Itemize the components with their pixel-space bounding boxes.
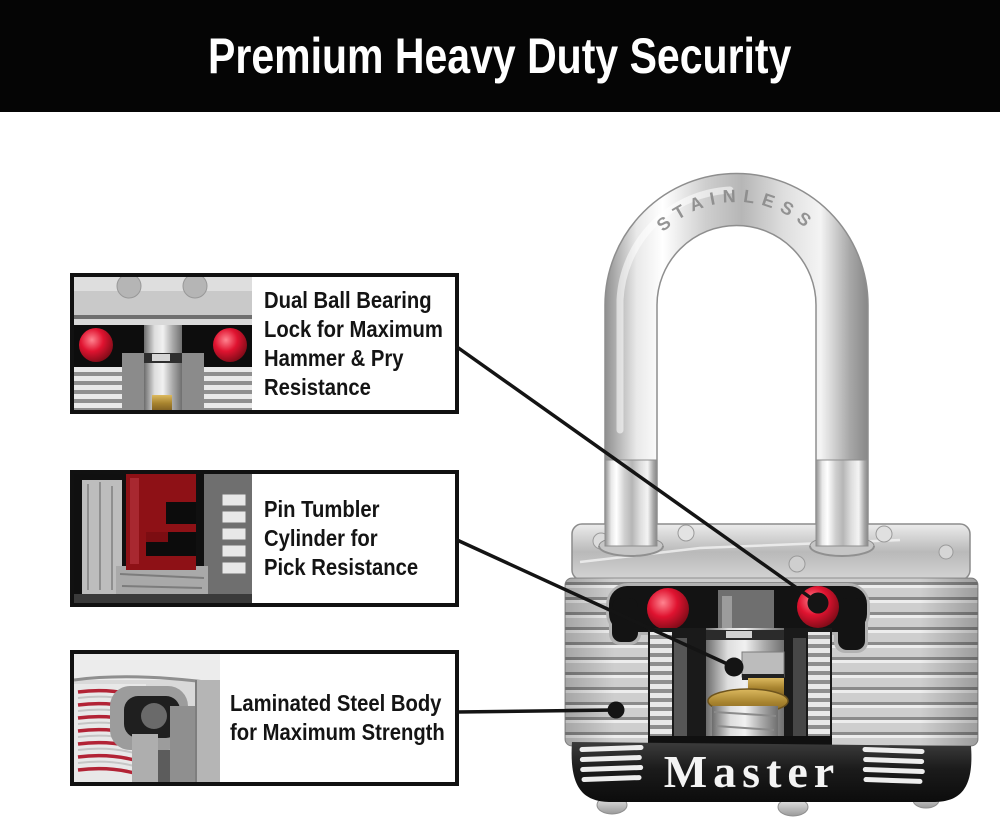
bumper-stripes-left <box>579 744 644 782</box>
ball-bearing-right <box>797 586 839 628</box>
callout-line-text: Pick Resistance <box>264 554 419 580</box>
dual-ball-bearing-photo <box>74 277 252 410</box>
pin-tumbler-photo <box>74 474 252 603</box>
brand-logo-text: Master <box>664 746 840 797</box>
callout-pin-tumbler: Pin Tumbler Cylinder for Pick Resistance <box>70 470 459 607</box>
bumper: Master <box>571 742 972 802</box>
header-banner: Premium Heavy Duty Security <box>0 0 1000 112</box>
callout-line-text: Cylinder for <box>264 525 378 551</box>
body-top-plate <box>571 459 971 581</box>
page-title: Premium Heavy Duty Security <box>208 28 792 84</box>
callout-line-text: for Maximum Strength <box>230 719 445 745</box>
ball-bearing-left <box>647 588 689 630</box>
callout-line-text: Hammer & Pry <box>264 344 404 371</box>
callout-dual-ball-bearing: Dual Ball Bearing Lock for Maximum Hamme… <box>70 273 459 414</box>
callout-line-text: Laminated Steel Body <box>230 690 442 716</box>
pin-tumbler-cylinder <box>706 628 789 744</box>
bumper-stripes-right <box>862 746 925 784</box>
callout-text-block: Dual Ball Bearing Lock for Maximum Hamme… <box>264 277 467 410</box>
callout-text-block: Pin Tumbler Cylinder for Pick Resistance <box>264 474 439 603</box>
callout-line-text: Resistance <box>264 373 371 400</box>
callout-line-text: Dual Ball Bearing <box>264 286 432 313</box>
callout-text-block: Laminated Steel Body for Maximum Strengt… <box>230 654 474 782</box>
callout-line-text: Lock for Maximum <box>264 315 443 342</box>
callout-line-text: Pin Tumbler <box>264 496 380 522</box>
laminated-steel-photo <box>74 654 220 782</box>
callout-laminated-steel: Laminated Steel Body for Maximum Strengt… <box>70 650 459 786</box>
